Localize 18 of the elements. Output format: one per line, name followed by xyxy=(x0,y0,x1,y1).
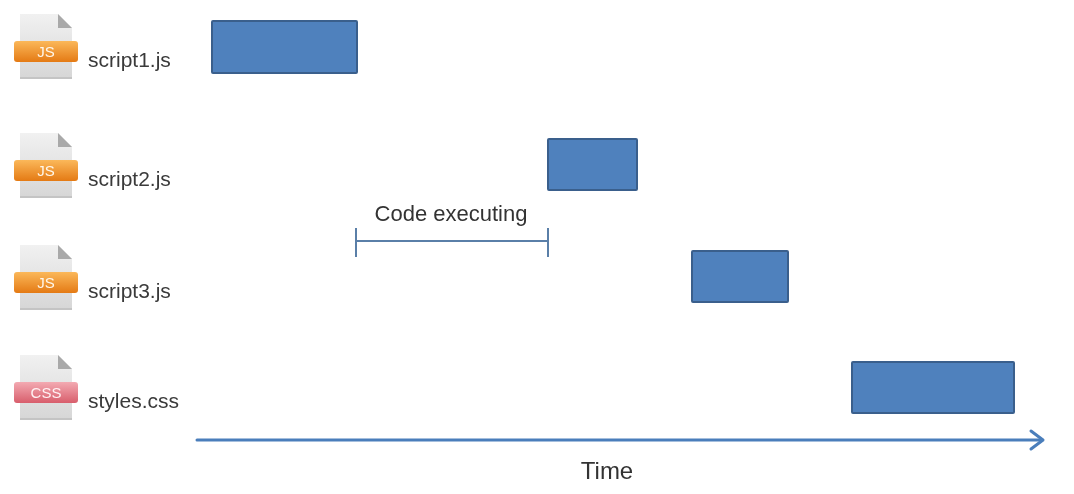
file-icon xyxy=(14,244,78,310)
file-type-tag: JS xyxy=(14,272,78,293)
file-name: styles.css xyxy=(88,389,179,413)
timeline-bar xyxy=(211,20,358,74)
file-type-tag: CSS xyxy=(14,382,78,403)
axis-label: Time xyxy=(580,457,634,485)
timeline-bar xyxy=(691,250,789,303)
timeline-bar xyxy=(851,361,1015,414)
dimension-label: Code executing xyxy=(374,201,528,227)
file-type-tag: JS xyxy=(14,160,78,181)
file-icon xyxy=(14,132,78,198)
file-name: script1.js xyxy=(88,48,171,72)
file-type-tag: JS xyxy=(14,41,78,62)
file-name: script3.js xyxy=(88,279,171,303)
file-icon xyxy=(14,354,78,420)
file-name: script2.js xyxy=(88,167,171,191)
timeline-bar xyxy=(547,138,638,191)
file-icon xyxy=(14,13,78,79)
